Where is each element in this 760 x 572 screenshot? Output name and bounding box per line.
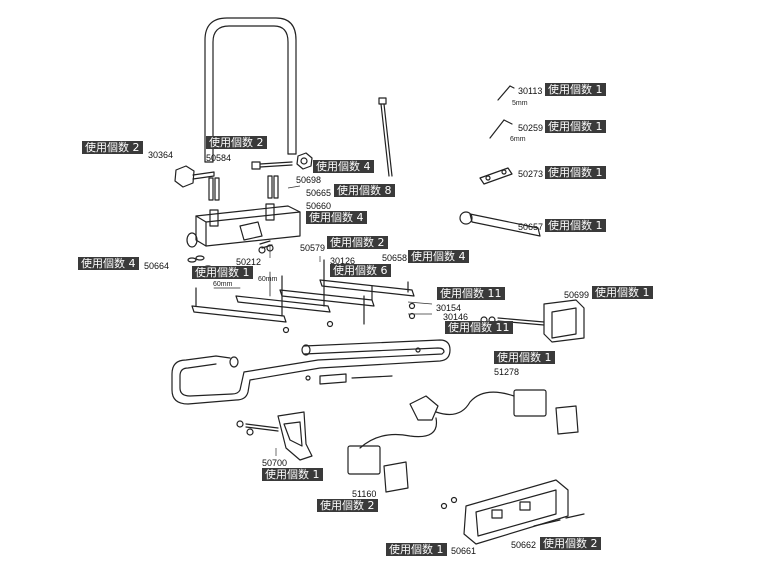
qty-label: 使用個数 2 [82,141,143,154]
part-number: 50661 [451,546,477,556]
bushings-part-50665 [208,175,279,201]
qty-label: 使用個数 4 [313,160,374,173]
hex-key-part-50259 [489,119,513,139]
part-number: 50658 [382,253,408,263]
qty-label: 使用個数 1 [262,468,323,481]
qty-label: 使用個数 2 [540,537,601,550]
part-number: 30113 [518,86,543,96]
dimension-text: 60mm [213,281,233,288]
part-number: 50579 [300,243,326,253]
part-number: 50212 [236,257,262,267]
part-number: 50698 [296,175,322,185]
wiring-harness-part-51278 [347,389,579,493]
part-number: 50273 [518,169,544,179]
qty-label: 使用個数 1 [545,83,606,96]
nuts-part-30154 [282,302,416,334]
part-number: 51278 [494,367,520,377]
qty-label: 使用個数 4 [306,211,367,224]
qty-label: 使用個数 1 [494,351,555,364]
cable-tie [378,97,393,177]
bolts-part-50579 [195,259,409,325]
knob-part-30364 [174,165,215,188]
bolt-part-50584 [251,161,293,170]
plate-holder-part-50661 [440,479,585,545]
part-number: 30364 [148,150,174,160]
hex-key-part-30113 [497,85,515,101]
qty-label: 使用個数 1 [192,266,253,279]
wrench-part-50657 [459,211,541,237]
qty-label: 使用個数 1 [545,166,606,179]
spanner-part-50273 [479,167,513,185]
bracket-part-50700 [236,411,313,461]
handle-frame [204,17,297,163]
dimension-lines [213,271,271,297]
qty-label: 使用個数 2 [317,499,378,512]
part-number: 50259 [518,123,544,133]
nut-part-50698 [296,152,313,170]
part-number: 50700 [262,458,288,468]
part-number: 50584 [206,153,232,163]
part-number: 50660 [306,201,332,211]
qty-label: 使用個数 11 [437,287,505,300]
dimension-text: 6mm [510,136,526,143]
qty-label: 使用個数 6 [330,264,391,277]
part-number: 50664 [144,261,170,271]
qty-label: 使用個数 1 [592,286,653,299]
qty-label: 使用個数 2 [327,236,388,249]
qty-label: 使用個数 8 [334,184,395,197]
part-number: 30154 [436,303,462,313]
part-number: 30146 [443,312,469,322]
part-number: 51160 [352,489,377,499]
qty-label: 使用個数 1 [545,120,606,133]
qty-label: 使用個数 4 [408,250,469,263]
part-number: 50662 [511,540,537,550]
qty-label: 使用個数 2 [206,136,267,149]
qty-label: 使用個数 1 [386,543,447,556]
qty-label: 使用個数 11 [445,321,513,334]
clamp-bracket-part-50212 [186,203,301,254]
part-number: 50665 [306,188,332,198]
dimension-text: 5mm [512,100,528,107]
part-number: 30126 [330,256,356,266]
part-number: 50699 [564,290,590,300]
part-number: 50657 [518,222,544,232]
main-frame [171,339,451,405]
qty-label: 使用個数 4 [78,257,139,270]
qty-label: 使用個数 1 [545,219,606,232]
rail-bars-part-50658 [191,279,415,323]
dimension-text: 60mm [258,276,278,283]
